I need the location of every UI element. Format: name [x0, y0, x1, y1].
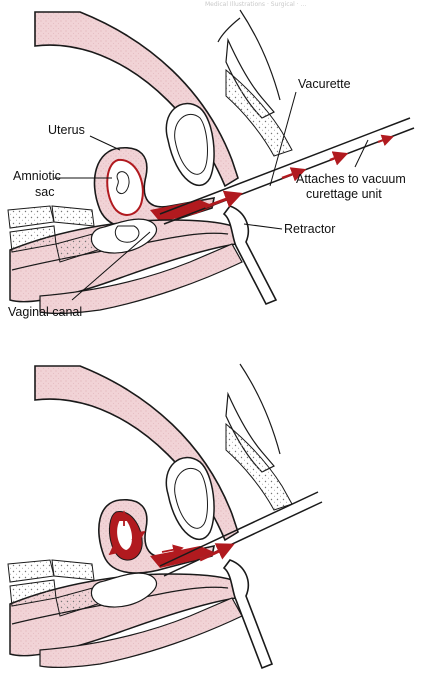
fetus: [116, 171, 130, 194]
bowel-loops: [90, 218, 158, 254]
panel-before-aspiration: Vacurette Uterus Amniotic sac Attaches t…: [7, 9, 415, 319]
leader-lines: [54, 91, 369, 301]
panel-during-aspiration: [7, 363, 323, 670]
vacurette: [159, 117, 415, 225]
header-strip: Medical Illustrations · Surgical · ...: [205, 1, 306, 8]
vacurette-2: [159, 491, 323, 577]
retractor: [222, 205, 278, 306]
bowel-loops-2: [90, 572, 158, 608]
bladder: [165, 102, 215, 187]
label-vacurette: Vacurette: [298, 77, 351, 91]
label-amniotic-sac-line2: sac: [35, 185, 54, 199]
label-amniotic-sac-line1: Amniotic: [13, 169, 61, 183]
bladder-2: [165, 456, 215, 541]
skin-fat-layer: [225, 68, 293, 157]
label-attaches-line1: Attaches to vacuum: [296, 172, 406, 186]
label-retractor: Retractor: [284, 222, 335, 236]
retractor-2: [222, 559, 274, 670]
cervical-fluid: [150, 200, 214, 222]
label-vaginal-canal: Vaginal canal: [8, 305, 82, 319]
label-attaches-line2: curettage unit: [306, 187, 382, 201]
skin-fat-layer-2: [225, 422, 293, 511]
label-uterus: Uterus: [48, 123, 85, 137]
aspiration-arrows: [108, 510, 184, 556]
